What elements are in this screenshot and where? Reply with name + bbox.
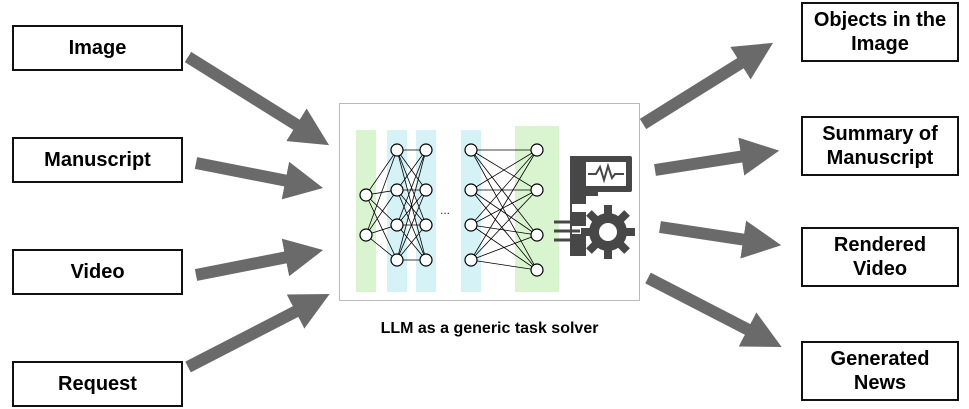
arrow-image-to-llm <box>184 51 330 146</box>
input-video-box: Video <box>12 249 183 295</box>
network-node <box>530 228 544 242</box>
network-edge <box>365 149 398 196</box>
network-node <box>390 253 404 267</box>
llm-caption: LLM as a generic task solver <box>380 320 599 337</box>
network-edge <box>365 194 398 261</box>
network-edge <box>470 234 538 261</box>
network-edge <box>396 149 427 226</box>
layer-band-input <box>356 130 376 292</box>
network-edge <box>470 149 538 271</box>
output-objects-line1: Objects in the <box>813 9 947 31</box>
input-image-box: Image <box>12 25 183 71</box>
network-node <box>419 183 433 197</box>
network-node <box>530 183 544 197</box>
arrow-manuscript-to-llm <box>194 157 324 200</box>
network-edge <box>396 189 427 261</box>
ellipsis-text: ... <box>440 203 450 217</box>
network-edge <box>396 149 427 261</box>
network-edge <box>470 259 538 271</box>
network-node <box>464 218 478 232</box>
network-node <box>464 253 478 267</box>
network-edge <box>470 149 538 191</box>
arrow-llm-to-objects <box>639 42 774 130</box>
output-objects-box: Objects in the Image <box>801 2 959 62</box>
network-edge <box>396 224 427 261</box>
network-edge <box>470 189 538 226</box>
network-node <box>390 183 404 197</box>
output-news-box: Generated News <box>801 341 959 401</box>
network-node <box>359 228 373 242</box>
network-edge <box>396 149 427 191</box>
input-request-box: Request <box>12 361 183 407</box>
arrow-request-to-llm <box>185 293 330 373</box>
output-rendered-line1: Rendered <box>833 234 927 256</box>
network-node <box>390 143 404 157</box>
output-news-line1: Generated <box>830 348 930 370</box>
neural-network-diagram: ... <box>356 126 635 292</box>
output-summary-line2: Manuscript <box>826 147 934 169</box>
output-rendered-line2: Video <box>852 258 908 280</box>
arrow-video-to-llm <box>194 238 324 281</box>
network-nodes <box>359 143 544 277</box>
input-manuscript-box: Manuscript <box>12 137 183 183</box>
network-node <box>419 143 433 157</box>
network-node <box>390 218 404 232</box>
output-rendered-box: Rendered Video <box>801 227 959 287</box>
network-edge <box>365 149 398 236</box>
arrow-llm-to-summary <box>654 137 780 176</box>
input-video-label: Video <box>70 261 125 283</box>
network-node <box>464 143 478 157</box>
network-edge <box>365 234 398 261</box>
network-edge <box>470 189 538 236</box>
network-edge <box>365 194 398 226</box>
output-summary-line1: Summary of <box>822 123 938 145</box>
llm-panel: ... <box>339 103 640 301</box>
network-node <box>419 253 433 267</box>
network-node <box>530 143 544 157</box>
output-objects-line2: Image <box>851 33 909 55</box>
input-request-label: Request <box>58 373 137 395</box>
network-edge <box>365 189 398 236</box>
network-edge <box>396 189 427 226</box>
network-node <box>530 263 544 277</box>
network-edge <box>470 224 538 236</box>
network-edge <box>470 149 538 226</box>
input-manuscript-label: Manuscript <box>44 149 151 171</box>
arrow-llm-to-news <box>645 272 782 348</box>
network-edge <box>470 149 538 261</box>
input-image-label: Image <box>68 37 127 59</box>
network-node <box>359 188 373 202</box>
server-monitor-gear-icon <box>554 156 635 259</box>
network-edge <box>470 189 538 261</box>
arrow-llm-to-rendered <box>659 220 782 259</box>
network-node <box>464 183 478 197</box>
network-node <box>419 218 433 232</box>
output-news-line2: News <box>853 372 907 394</box>
network-edge <box>470 149 538 236</box>
output-summary-box: Summary of Manuscript <box>801 116 959 176</box>
